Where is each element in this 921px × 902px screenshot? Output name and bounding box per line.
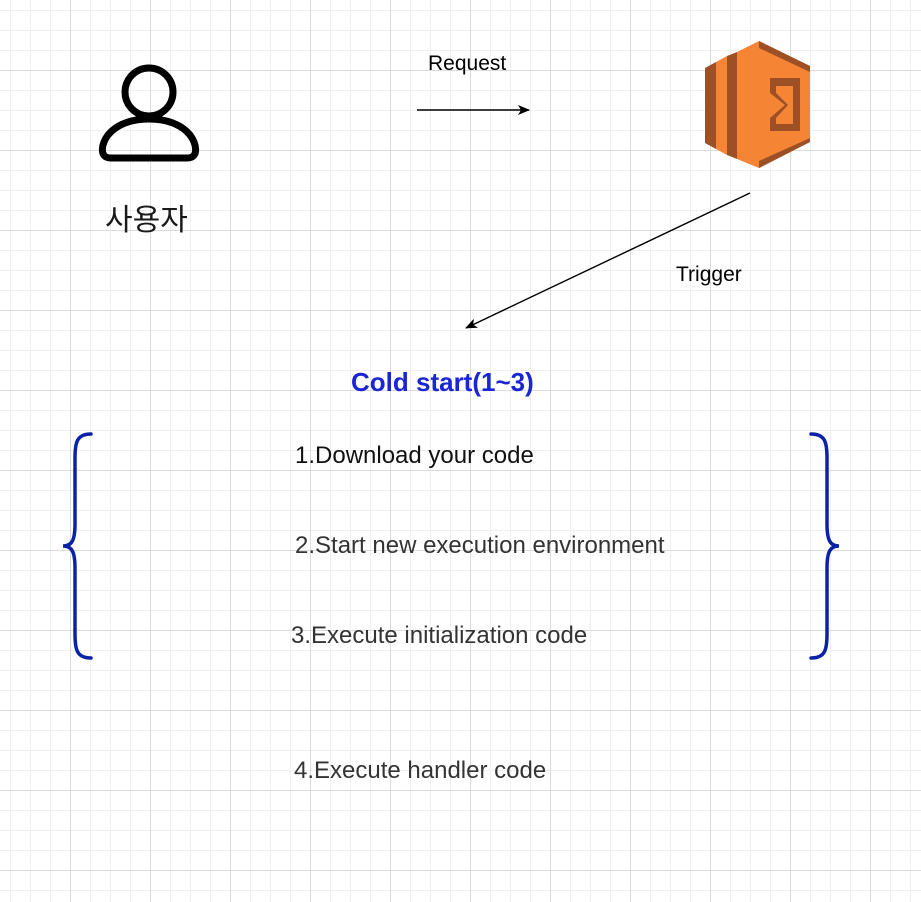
step-start-environment: 2.Start new execution environment xyxy=(295,532,665,559)
left-brace xyxy=(62,432,93,660)
trigger-label: Trigger xyxy=(676,263,742,286)
right-brace xyxy=(809,432,840,660)
user-label: 사용자 xyxy=(105,203,188,238)
user-icon xyxy=(98,64,200,162)
step-execute-initialization: 3.Execute initialization code xyxy=(291,622,588,649)
trigger-arrow xyxy=(465,192,751,329)
aws-lambda-icon xyxy=(705,41,810,168)
step-download-code: 1.Download your code xyxy=(295,442,534,469)
step-execute-handler: 4.Execute handler code xyxy=(294,757,547,784)
cold-start-title: Cold start(1~3) xyxy=(351,367,534,397)
request-label: Request xyxy=(428,52,507,75)
